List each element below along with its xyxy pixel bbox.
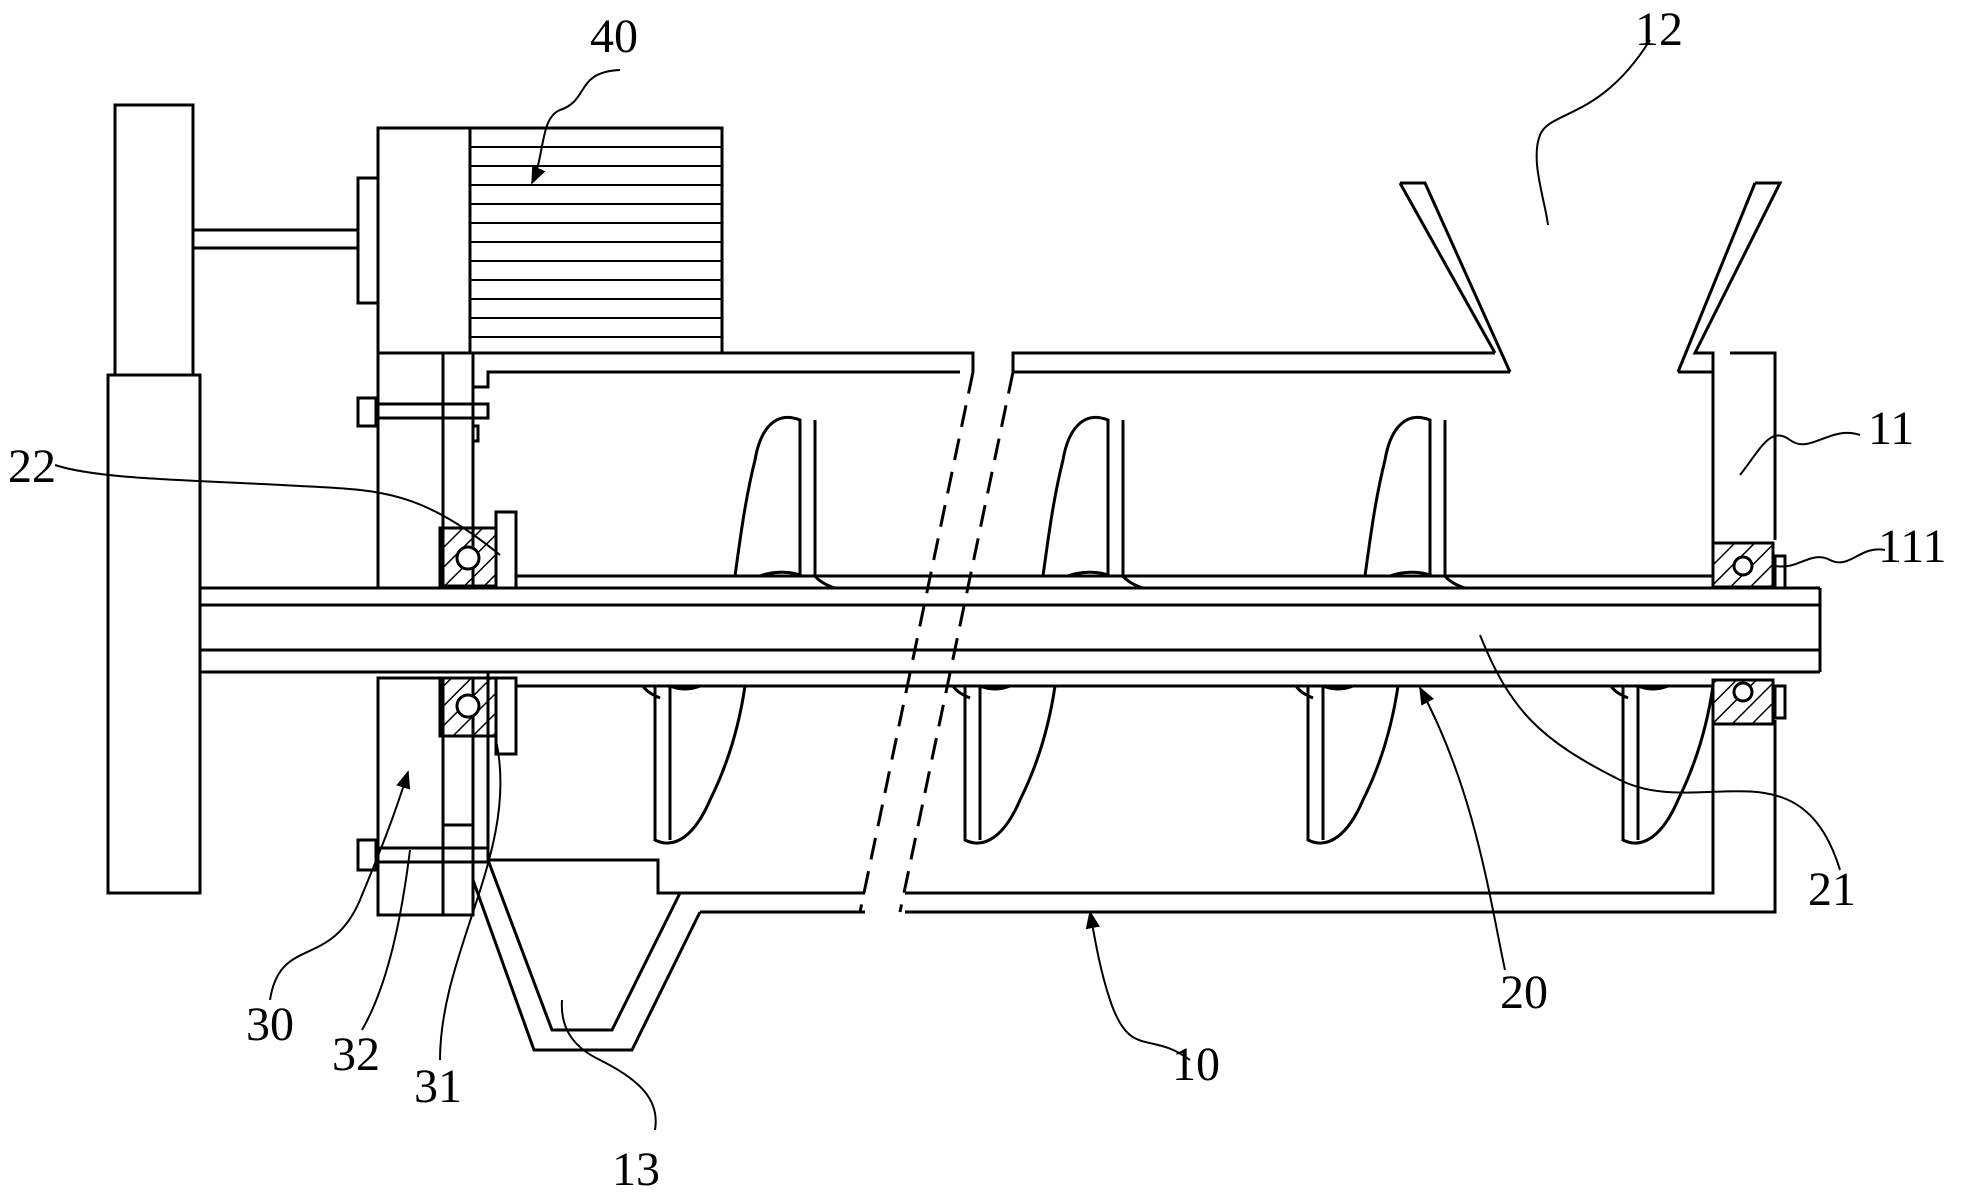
screw-flight-upper	[733, 415, 836, 590]
screw-flight-lower	[1609, 684, 1715, 845]
label-13: 13	[612, 1143, 660, 1196]
label-111: 111	[1878, 520, 1946, 573]
screw-flight-lower	[951, 684, 1057, 845]
label-32: 32	[332, 1028, 380, 1081]
screw-flight-lower	[1294, 684, 1400, 845]
screw-flight-upper	[1363, 415, 1466, 590]
label-22: 22	[8, 440, 56, 493]
handwheel	[106, 103, 202, 895]
screw-flights	[641, 415, 1715, 845]
screw-flight-upper	[1041, 415, 1144, 590]
housing	[471, 181, 1783, 1052]
label-12: 12	[1635, 3, 1683, 56]
screw-flight-lower	[641, 684, 747, 845]
right-bearing	[1711, 541, 1787, 726]
label-40: 40	[590, 10, 638, 63]
motor-coupling-shaft	[193, 176, 380, 305]
left-bearing-upper	[438, 510, 518, 590]
label-31: 31	[414, 1060, 462, 1113]
label-20: 20	[1500, 966, 1548, 1019]
motor	[376, 126, 724, 355]
screw-shaft	[200, 574, 1822, 688]
label-11: 11	[1868, 402, 1914, 455]
end-flange	[356, 351, 490, 917]
label-21: 21	[1808, 863, 1856, 916]
label-30: 30	[246, 998, 294, 1051]
left-bearing-lower	[438, 676, 518, 756]
leaders	[54, 39, 1886, 1131]
part-labels: 40 12 11 111 22 21 20 10 30 32 31 13	[8, 3, 1946, 1196]
label-10: 10	[1172, 1038, 1220, 1091]
